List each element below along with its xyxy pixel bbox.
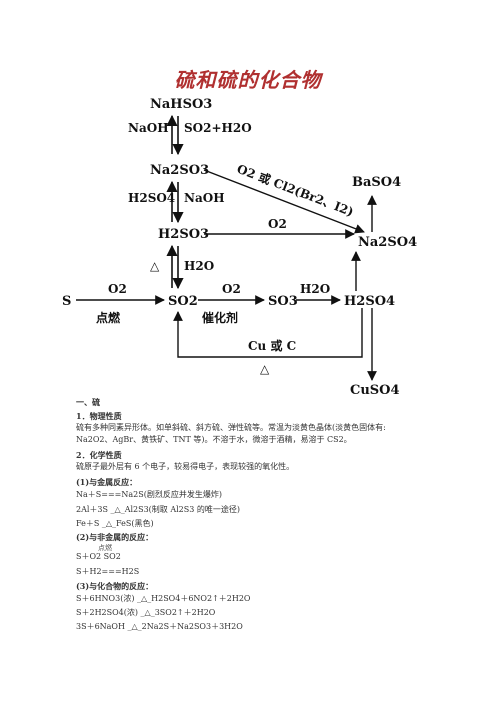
reaction-na-s: Na＋S===Na2S(剧烈反应并发生爆炸)	[76, 490, 222, 499]
species-s: S	[62, 294, 71, 309]
species-so2: SO2	[168, 294, 198, 309]
label-so2-h2o: SO2+H2O	[184, 121, 252, 135]
species-h2so3: H2SO3	[158, 227, 209, 242]
metal-reaction-heading: (1)与金属反应：	[76, 477, 138, 487]
label-cu-or-c: Cu 或 C	[248, 338, 296, 353]
reaction-s-o2: S＋O2 SO2	[76, 552, 121, 561]
reaction-s-naoh: 3S＋6NaOH _△_2Na2S＋Na2SO3＋3H2O	[76, 622, 243, 631]
chemical-properties-heading: 2．化学性质	[76, 450, 122, 460]
label-o2-or-cl2: O2 或 Cl2(Br2、I2)	[235, 161, 356, 219]
reaction-al-s: 2Al＋3S _△_Al2S3(制取 Al2S3 的唯一途径)	[76, 505, 241, 514]
species-na2so4: Na2SO4	[358, 235, 417, 250]
label-delta-2: △	[260, 362, 270, 376]
nonmetal-reaction-heading: (2)与非金属的反应：	[76, 532, 154, 542]
label-naoh-2: NaOH	[184, 191, 225, 205]
compound-reaction-heading: (3)与化合物的反应：	[76, 581, 154, 591]
label-catalyst: 催化剂	[202, 310, 238, 325]
physical-properties-line-2: Na2O2、AgBr、黄铁矿、TNT 等)。不溶于水，微溶于酒精，易溶于 CS2…	[76, 435, 352, 444]
label-naoh: NaOH	[128, 121, 169, 135]
sulfur-conversion-diagram: NaHSO3 Na2SO3 H2SO3 S SO2 SO3 H2SO4 BaSO…	[62, 97, 417, 398]
physical-properties-line-1: 硫有多种同素异形体。如单斜硫、斜方硫、弹性硫等。常温为淡黄色晶体(淡黄色固体有:	[76, 423, 386, 432]
label-s-o2: O2	[108, 282, 127, 296]
label-ignite: 点燃	[96, 310, 121, 325]
section-heading-sulfur: 一、硫	[76, 397, 100, 407]
label-so3-h2o: H2O	[300, 282, 330, 296]
physical-properties-heading: 1．物理性质	[76, 411, 122, 421]
label-o2-h2so3: O2	[268, 217, 287, 231]
page-title: 硫和硫的化合物	[174, 68, 322, 92]
species-nahso3: NaHSO3	[150, 97, 212, 112]
reaction-s-h2so4: S＋2H2SO4(浓) _△_3SO2↑＋2H2O	[76, 608, 216, 617]
reaction-s-o2-condition: 点燃	[98, 544, 112, 552]
species-h2so4: H2SO4	[344, 294, 395, 309]
species-na2so3: Na2SO3	[150, 163, 209, 178]
species-baso4: BaSO4	[352, 175, 401, 190]
reaction-s-h2: S＋H2===H2S	[76, 567, 140, 576]
label-h2so4-reverse: H2SO4	[128, 191, 175, 205]
reaction-fe-s: Fe＋S _△_FeS(黑色)	[76, 519, 154, 528]
label-delta-1: △	[150, 259, 160, 273]
label-h2o-1: H2O	[184, 259, 214, 273]
species-cuso4: CuSO4	[350, 383, 400, 398]
reaction-s-hno3: S＋6HNO3(浓) _△_H2SO4＋6NO2↑＋2H2O	[76, 594, 251, 603]
label-so2-o2: O2	[222, 282, 241, 296]
species-so3: SO3	[268, 294, 298, 309]
chemical-properties-line: 硫原子最外层有 6 个电子，较易得电子，表现较强的氧化性。	[76, 462, 295, 471]
